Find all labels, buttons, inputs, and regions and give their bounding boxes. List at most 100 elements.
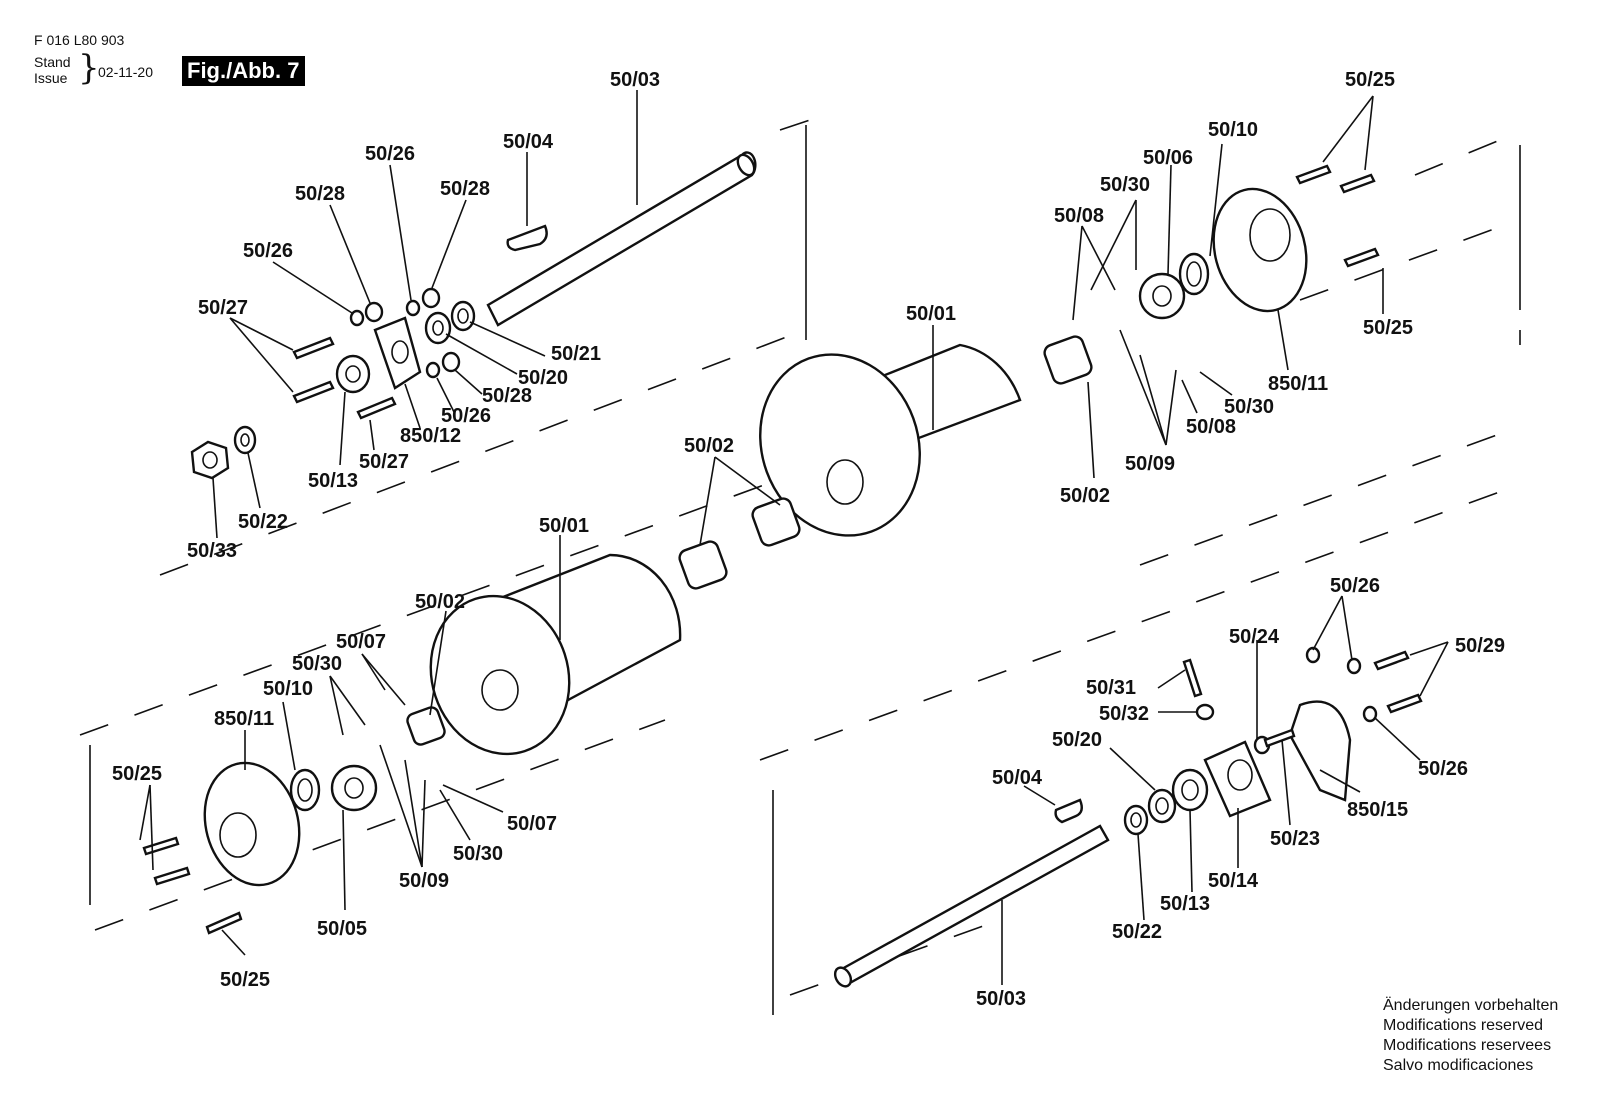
bottom-left-assembly — [142, 761, 378, 935]
nut-50-28c — [441, 351, 461, 373]
callout-label: 50/08 — [1054, 205, 1104, 227]
callout-label: 50/02 — [684, 435, 734, 457]
callout-label: 50/29 — [1455, 635, 1505, 657]
screw-50-25d — [142, 836, 180, 856]
callout-label: 50/25 — [1363, 317, 1413, 339]
callout-label: 50/10 — [263, 678, 313, 700]
washer-50-21 — [450, 300, 476, 332]
callout-label: 50/10 — [1208, 119, 1258, 141]
figure-label: Fig./Abb. 7 — [182, 56, 306, 86]
washer-50-26a — [349, 309, 365, 327]
washer-50-26c — [425, 361, 441, 379]
drums — [406, 335, 1093, 756]
stand-label: Stand — [34, 54, 71, 70]
screw-50-25c — [1343, 247, 1380, 268]
key-top — [506, 224, 548, 252]
seal-50-10-top — [1178, 252, 1210, 296]
callout-label: 50/27 — [198, 297, 248, 319]
callout-label: 50/20 — [518, 367, 568, 389]
callout-label: 50/22 — [238, 511, 288, 533]
callout-label: 50/30 — [1100, 174, 1150, 196]
sleeve-50-02d — [406, 706, 446, 746]
callout-label: 50/33 — [187, 540, 237, 562]
bottom-right-assembly — [833, 646, 1423, 988]
document-number: F 016 L80 903 — [34, 32, 125, 48]
callout-label: 50/13 — [308, 470, 358, 492]
brace-symbol: } — [78, 48, 100, 88]
sleeve-50-02b — [751, 497, 801, 547]
screw-50-25e — [153, 866, 191, 886]
note-line: Modifications reservees — [1383, 1037, 1551, 1054]
callout-label: 50/24 — [1229, 626, 1280, 648]
top-right-assembly — [1138, 164, 1380, 320]
washer-50-22-top — [233, 425, 257, 455]
nut-50-28b — [421, 287, 441, 309]
callout-label: 50/04 — [992, 767, 1043, 789]
assembly-boundaries — [79, 119, 1521, 1015]
callout-label: 50/22 — [1112, 921, 1162, 943]
issue-label: Issue — [34, 70, 68, 86]
callout-label: 50/26 — [1330, 575, 1380, 597]
washer-50-26-br1 — [1305, 646, 1321, 664]
callout-label: 50/25 — [1345, 69, 1395, 91]
screw-50-23 — [1263, 728, 1296, 748]
screw-50-29b — [1386, 693, 1423, 714]
seal-50-10-bottom — [289, 768, 321, 812]
callout-label: 50/32 — [1099, 703, 1149, 725]
screw-50-31 — [1182, 658, 1203, 698]
housing-50-14 — [1203, 740, 1272, 818]
callout-label: 50/28 — [440, 178, 490, 200]
flange-850-11-top — [1212, 187, 1308, 313]
washer-50-32 — [1195, 703, 1215, 721]
gear-50-05 — [330, 764, 378, 812]
callout-label: 50/30 — [292, 653, 342, 675]
modifications-note: Änderungen vorbehalten Modifications res… — [1383, 996, 1558, 1074]
callout-label: 50/07 — [336, 631, 386, 653]
leader-lines — [139, 90, 1449, 985]
screw-50-27b — [292, 380, 335, 404]
callout-label: 50/02 — [1060, 485, 1110, 507]
callout-label: 50/04 — [503, 131, 554, 153]
shaft-bottom — [838, 824, 1110, 986]
callout-label: 50/03 — [976, 988, 1026, 1010]
screw-50-27c — [356, 396, 397, 420]
gear-50-06-top — [1138, 272, 1186, 320]
sleeve-50-02c — [1043, 335, 1093, 385]
washer-50-20-bottom — [1147, 788, 1177, 824]
callout-label: 50/28 — [295, 183, 345, 205]
screw-50-25a — [1295, 164, 1332, 185]
document-header: F 016 L80 903 Stand Issue } 02-11-20 Fig… — [34, 32, 334, 92]
washer-50-20 — [424, 311, 452, 345]
note-line: Änderungen vorbehalten — [1383, 996, 1558, 1014]
callout-label: 50/20 — [1052, 729, 1102, 751]
callout-label: 50/23 — [1270, 828, 1320, 850]
bearing-50-13 — [335, 354, 371, 394]
screw-50-25f — [205, 911, 243, 935]
callout-label: 50/26 — [1418, 758, 1468, 780]
screw-50-27a — [292, 336, 335, 360]
callout-label: 50/13 — [1160, 893, 1210, 915]
callout-label: 50/26 — [243, 240, 293, 262]
callout-label: 50/30 — [1224, 396, 1274, 418]
callout-label: 50/21 — [551, 343, 601, 365]
callout-label: 50/28 — [482, 385, 532, 407]
callout-label: 50/05 — [317, 918, 367, 940]
callout-labels: 50/03 50/04 50/26 50/28 50/28 50/26 50/2… — [112, 69, 1505, 1010]
screw-50-25b — [1339, 173, 1376, 194]
washer-50-26-br3 — [1362, 705, 1378, 723]
callout-label: 50/02 — [415, 591, 465, 613]
callout-label: 50/06 — [1143, 147, 1193, 169]
callout-label: 850/12 — [400, 425, 461, 447]
key-bottom — [1054, 798, 1083, 824]
callout-label: 850/11 — [214, 708, 274, 730]
washer-50-22-bottom — [1123, 804, 1149, 836]
callout-label: 50/03 — [610, 69, 660, 91]
callout-label: 850/15 — [1347, 799, 1408, 821]
callout-label: 50/25 — [220, 969, 270, 991]
callout-label: 50/26 — [441, 405, 491, 427]
callout-label: 50/14 — [1208, 870, 1259, 892]
callout-label: 50/31 — [1086, 677, 1136, 699]
callout-label: 50/27 — [359, 451, 409, 473]
note-line: Modifications reserved — [1383, 1017, 1543, 1034]
